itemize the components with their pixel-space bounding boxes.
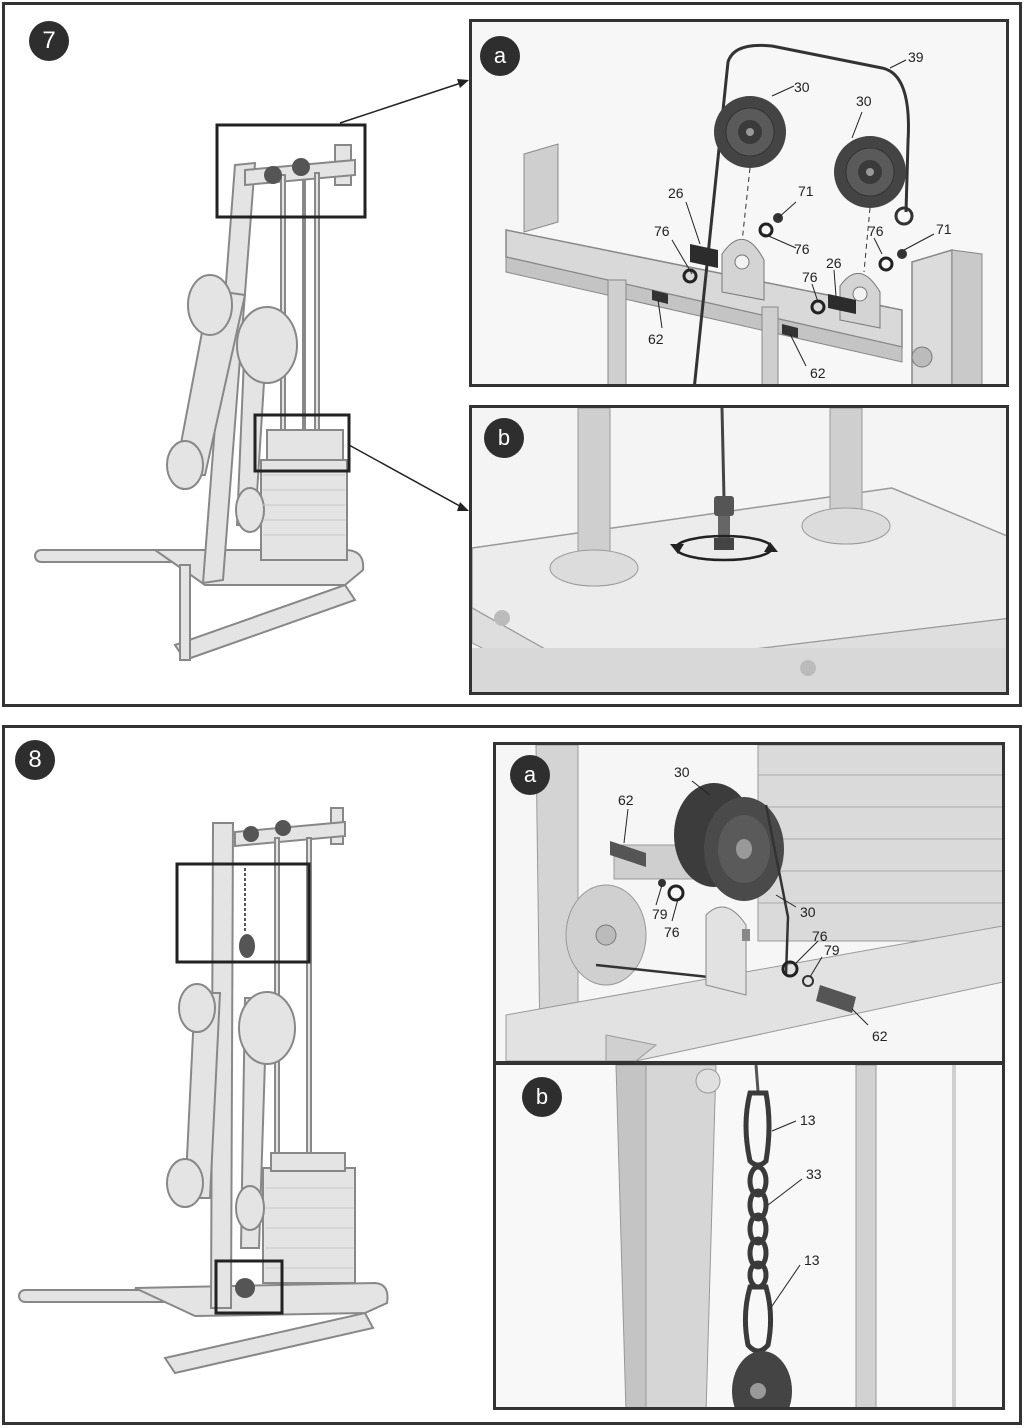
- step-8b-drawing: 13 33 13: [496, 1065, 1002, 1407]
- step-7-leader-arrows: [339, 79, 469, 511]
- step-8b-callout: 13: [800, 1112, 816, 1128]
- step-7a-pulley-left: [714, 96, 786, 168]
- step-8a-callout: 76: [812, 928, 828, 944]
- step-7a-callout: 26: [826, 255, 842, 271]
- step-7a-callout: 39: [908, 49, 924, 65]
- step-8-number: 8: [15, 740, 55, 780]
- step-7b-label: b: [484, 418, 524, 458]
- step-7a-callout: 30: [856, 93, 872, 109]
- step-8-machine-overview: [18, 807, 389, 1375]
- step-8a-callout: 62: [872, 1028, 888, 1044]
- step-7-detail-a: a: [469, 19, 1009, 387]
- step-7a-callout: 71: [798, 183, 814, 199]
- step-7a-callout: 62: [648, 331, 664, 347]
- step-7-panel: 7: [2, 2, 1022, 707]
- step-8a-callout: 79: [652, 906, 668, 922]
- step-7a-label: a: [480, 36, 520, 76]
- step-7a-pulley-right: [834, 136, 906, 208]
- step-8a-callout: 30: [800, 904, 816, 920]
- step-8b-callout: 33: [806, 1166, 822, 1182]
- step-8-detail-a: a: [493, 742, 1005, 1064]
- step-7a-callout: 76: [802, 269, 818, 285]
- step-7a-callout: 26: [668, 185, 684, 201]
- step-7a-drawing: 39 30 30 26 71 76 76 76 71 26 76 62 62: [472, 22, 1006, 384]
- step-8a-label: a: [510, 755, 550, 795]
- step-7b-drawing: [472, 408, 1006, 692]
- step-7-machine-overview: [34, 123, 367, 662]
- step-7-number: 7: [29, 21, 69, 61]
- step-8a-callout: 30: [674, 764, 690, 780]
- step-7a-callout: 30: [794, 79, 810, 95]
- step-8-panel: 8: [2, 725, 1022, 1425]
- step-8a-callout: 62: [618, 792, 634, 808]
- step-8a-drawing: 30 62 79 76 30 76 79 62: [496, 745, 1002, 1061]
- step-7a-callout: 76: [868, 223, 884, 239]
- step-8a-callout: 79: [824, 942, 840, 958]
- step-7a-callout: 76: [794, 241, 810, 257]
- step-8-detail-b: b: [493, 1062, 1005, 1410]
- step-7a-callout: 76: [654, 223, 670, 239]
- step-8b-label: b: [522, 1077, 562, 1117]
- step-8a-callout: 76: [664, 924, 680, 940]
- step-8b-callout: 13: [804, 1252, 820, 1268]
- step-7a-callout: 62: [810, 365, 826, 381]
- step-7-detail-b: b: [469, 405, 1009, 695]
- step-7a-callout: 71: [936, 221, 952, 237]
